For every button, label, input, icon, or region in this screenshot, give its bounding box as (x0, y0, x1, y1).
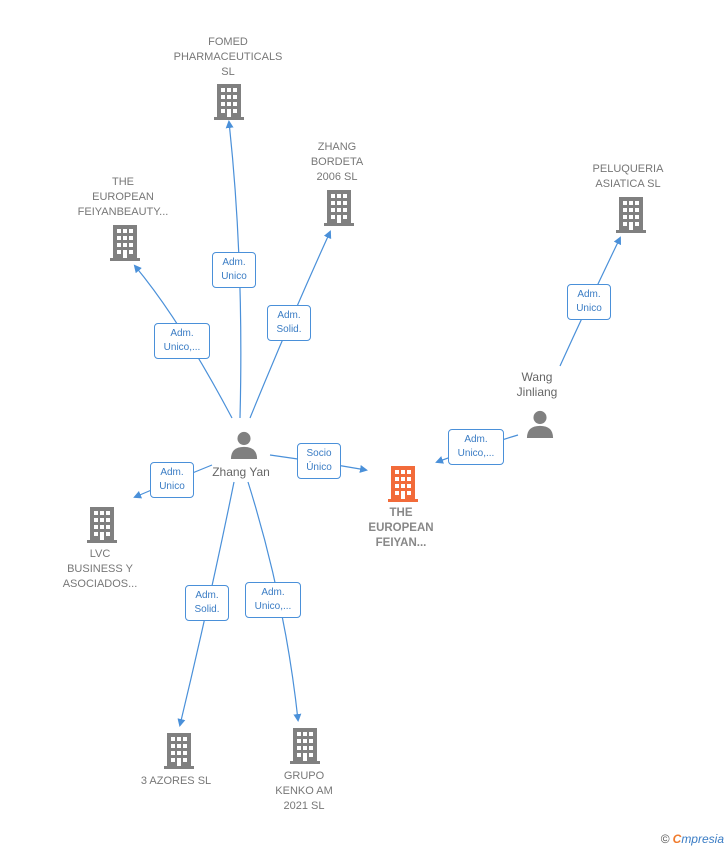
building-icon[interactable] (290, 728, 320, 764)
person-icon[interactable] (230, 431, 258, 459)
building-icon[interactable] (164, 733, 194, 769)
node-label-wang-jinliang[interactable]: Wang Jinliang (516, 370, 558, 399)
copyright-symbol: © (660, 832, 670, 846)
edge-label-feiyanbeauty[interactable]: Adm. Unico,... (154, 323, 210, 359)
node-label-zhang-bordeta[interactable]: ZHANG BORDETA 2006 SL (310, 141, 364, 183)
edge-label-peluqueria[interactable]: Adm. Unico (567, 284, 611, 320)
node-label-peluqueria[interactable]: PELUQUERIA ASIATICA SL (592, 163, 664, 190)
person-icon[interactable] (526, 410, 554, 438)
edge-label-azores[interactable]: Adm. Solid. (185, 585, 229, 621)
edge-label-bordeta[interactable]: Adm. Solid. (267, 305, 311, 341)
node-label-3-azores[interactable]: 3 AZORES SL (140, 775, 212, 787)
node-label-lvc[interactable]: LVC BUSINESS Y ASOCIADOS... (62, 548, 138, 590)
brand-name: mpresia (681, 832, 724, 846)
building-icon[interactable] (214, 84, 244, 120)
building-icon[interactable] (324, 190, 354, 226)
edge-label-fomed[interactable]: Adm. Unico (212, 252, 256, 288)
building-icon[interactable] (616, 197, 646, 233)
node-label-grupo-kenko[interactable]: GRUPO KENKO AM 2021 SL (275, 770, 333, 812)
building-icon[interactable] (388, 466, 418, 502)
node-label-main-company[interactable]: THE EUROPEAN FEIYAN... (368, 507, 434, 549)
edge-label-main-wang[interactable]: Adm. Unico,... (448, 429, 504, 465)
edge-label-kenko[interactable]: Adm. Unico,... (245, 582, 301, 618)
edge-label-main-zhang[interactable]: Socio Único (297, 443, 341, 479)
node-label-fomed[interactable]: FOMED PHARMACEUTICALS SL (173, 36, 283, 78)
node-label-zhang-yan[interactable]: Zhang Yan (212, 465, 270, 479)
brand-logo[interactable]: ©Cmpresia (661, 832, 724, 846)
edge-label-lvc[interactable]: Adm. Unico (150, 462, 194, 498)
building-icon[interactable] (87, 507, 117, 543)
brand-initial: C (672, 832, 682, 846)
building-icon[interactable] (110, 225, 140, 261)
node-label-european-feiyanbeauty[interactable]: THE EUROPEAN FEIYANBEAUTY... (77, 176, 169, 218)
